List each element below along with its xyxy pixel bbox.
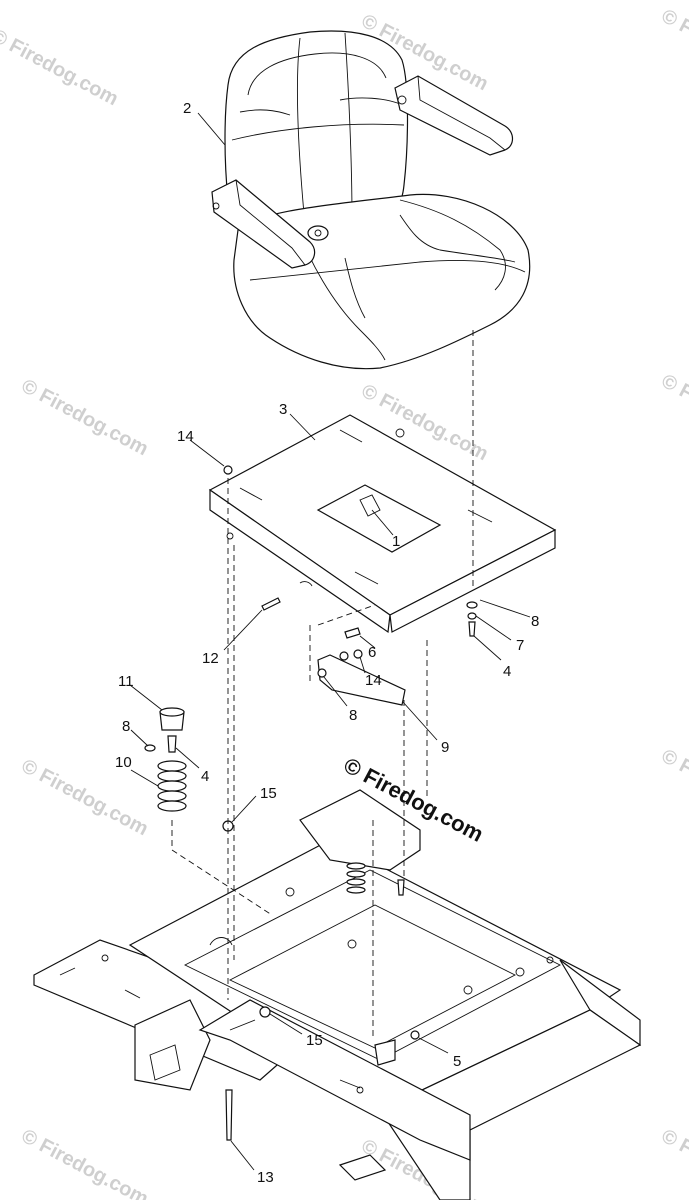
watermark-text: © Firedog.com bbox=[18, 755, 152, 840]
watermark-text: © Firedog.com bbox=[18, 1125, 152, 1200]
callout-part-7: 7 bbox=[516, 637, 524, 654]
watermark-text: © Firedog.com bbox=[658, 745, 689, 830]
watermark-text: © Firedog.com bbox=[18, 375, 152, 460]
callout-part-3: 3 bbox=[279, 401, 287, 418]
watermark-text: © Firedog.com bbox=[658, 1125, 689, 1200]
watermark-text: © Firedog.com bbox=[658, 5, 689, 90]
callout-part-8: 8 bbox=[122, 718, 130, 735]
callout-part-15: 15 bbox=[260, 785, 277, 802]
callouts: 1 2 3 4 4 5 6 7 8 8 8 9 10 11 12 13 14 1… bbox=[115, 100, 539, 1186]
rear-spring-illustration bbox=[346, 862, 366, 894]
leader-lines bbox=[129, 112, 531, 1171]
spring-illustration bbox=[157, 760, 187, 812]
frame-illustration bbox=[33, 789, 642, 1200]
callout-part-10: 10 bbox=[115, 754, 132, 771]
callout-part-5: 5 bbox=[453, 1053, 461, 1070]
seat-pan-illustration bbox=[208, 414, 557, 634]
seat-illustration bbox=[211, 30, 531, 370]
callout-part-6: 6 bbox=[368, 644, 376, 661]
callout-part-13: 13 bbox=[257, 1169, 274, 1186]
callout-part-14: 14 bbox=[177, 428, 194, 445]
callout-part-2: 2 bbox=[183, 100, 191, 117]
callout-part-1: 1 bbox=[392, 533, 400, 550]
callout-part-12: 12 bbox=[202, 650, 219, 667]
callout-part-15: 15 bbox=[306, 1032, 323, 1049]
watermark-text: © Firedog.com bbox=[658, 370, 689, 455]
callout-part-9: 9 bbox=[441, 739, 449, 756]
callout-part-14: 14 bbox=[365, 672, 382, 689]
callout-part-4: 4 bbox=[503, 663, 511, 680]
callout-part-11: 11 bbox=[118, 673, 134, 690]
callout-part-4: 4 bbox=[201, 768, 209, 785]
callout-part-8: 8 bbox=[349, 707, 357, 724]
assembly-lines bbox=[171, 330, 474, 1040]
callout-part-8: 8 bbox=[531, 613, 539, 630]
watermark-text: © Firedog.com bbox=[0, 25, 122, 110]
